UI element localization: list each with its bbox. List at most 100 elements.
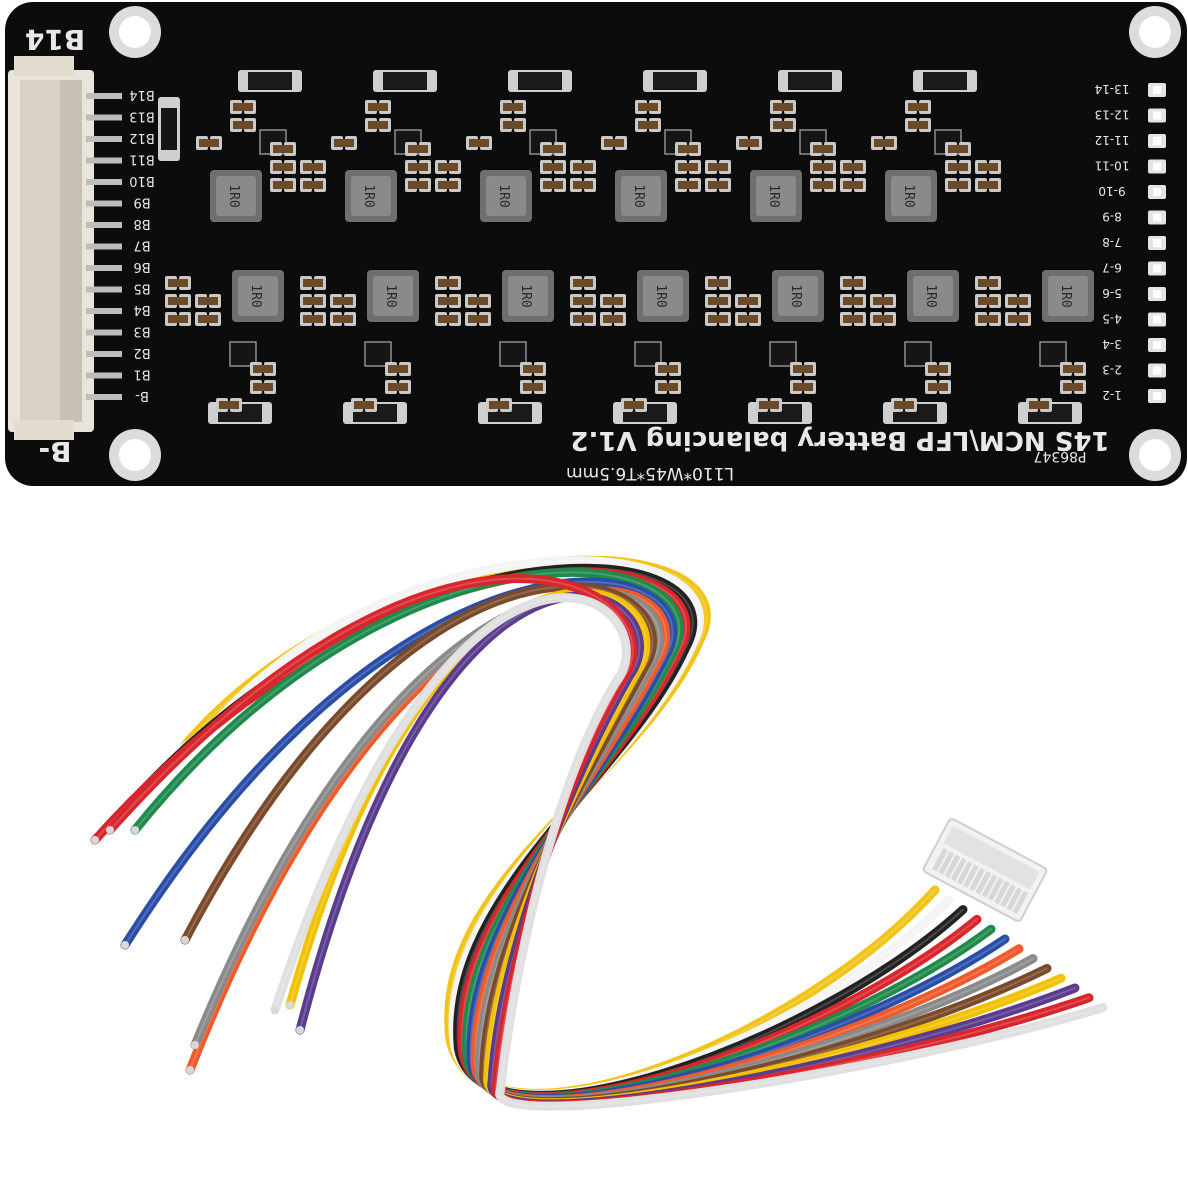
wire-tip <box>286 1001 294 1009</box>
board-title: 14S NCM\LFP Battery balancing V1.2 <box>570 425 1109 455</box>
inductor-label: 1R0 <box>383 284 398 307</box>
cell-label: 1-2 <box>1102 388 1122 402</box>
corner-label-bottom: B- <box>39 435 72 468</box>
balancer-cell-circuit: 1R0 <box>975 270 1094 424</box>
inductor: 1R0 <box>772 270 824 322</box>
wire-tip <box>121 941 129 949</box>
inductor-label: 1R0 <box>923 284 938 307</box>
cell-labels: 13-1412-1311-1210-119-108-97-86-75-64-53… <box>1095 82 1166 403</box>
inductor: 1R0 <box>232 270 284 322</box>
connector-pin <box>86 308 122 314</box>
wire-tip <box>106 826 114 834</box>
connector-pin <box>86 243 122 250</box>
pin-label: B1 <box>133 367 150 382</box>
inductor-label: 1R0 <box>788 284 803 307</box>
connector-pin <box>86 114 122 121</box>
pin-label: B11 <box>129 152 154 167</box>
inductor-label: 1R0 <box>496 184 511 207</box>
cell-label: 3-4 <box>1102 337 1122 351</box>
cell-label: 13-14 <box>1095 82 1130 96</box>
wire-tip <box>91 836 99 844</box>
inductor: 1R0 <box>210 170 262 222</box>
connector-pin <box>86 351 122 357</box>
cell-label: 11-12 <box>1095 133 1130 147</box>
mounting-hole-top-left <box>109 6 161 58</box>
pin-label: B14 <box>129 87 154 102</box>
balancer-cell-circuit: 1R0 <box>435 270 554 424</box>
mounting-hole-bottom-left <box>109 429 161 481</box>
connector-pin <box>86 286 122 293</box>
balancer-cell-circuit: 1R0 <box>331 70 461 222</box>
wire-tip <box>271 1006 279 1014</box>
pcb-body <box>5 2 1187 486</box>
cell-label: 4-5 <box>1102 312 1122 326</box>
connector-pin <box>86 222 122 228</box>
cell-label: 7-8 <box>1102 235 1122 249</box>
balancer-cell-circuit: 1R0 <box>196 70 326 222</box>
inductor: 1R0 <box>750 170 802 222</box>
inductor-label: 1R0 <box>248 284 263 307</box>
inductor: 1R0 <box>367 270 419 322</box>
inductor: 1R0 <box>907 270 959 322</box>
balancer-cell-circuit: 1R0 <box>466 70 596 222</box>
board-dimensions: L110*W45*T6.5mm <box>566 463 734 483</box>
inductor-label: 1R0 <box>1058 284 1073 307</box>
board-code: P86347 <box>1034 448 1087 464</box>
pin-label: B12 <box>129 130 154 145</box>
corner-label-top: B14 <box>25 23 85 56</box>
cell-label: 5-6 <box>1102 286 1122 300</box>
cell-label: 6-7 <box>1102 261 1122 275</box>
mounting-hole-top-right <box>1129 6 1181 58</box>
board-connector <box>8 56 94 440</box>
pin-label: B4 <box>133 302 150 317</box>
connector-pins <box>86 93 122 400</box>
cell-label: 9-10 <box>1098 184 1125 198</box>
harness-connector <box>922 818 1048 922</box>
pin-label: B13 <box>129 109 154 124</box>
inductor: 1R0 <box>502 270 554 322</box>
connector-pin <box>86 265 122 271</box>
inductor-label: 1R0 <box>901 184 916 207</box>
wire-harness <box>90 555 1108 1111</box>
pin-label: B2 <box>133 345 150 360</box>
wire-tip <box>191 1041 199 1049</box>
inductor-label: 1R0 <box>766 184 781 207</box>
harness-wire <box>270 593 1108 1111</box>
balancer-cell-circuit: 1R0 <box>570 270 689 424</box>
connector-pin <box>86 179 122 185</box>
balancer-cell-circuit: 1R0 <box>736 70 866 222</box>
pin-label: B9 <box>133 195 150 210</box>
pin-label: B7 <box>133 238 150 253</box>
pin-label: B8 <box>133 216 150 231</box>
cell-label: 10-11 <box>1095 159 1130 173</box>
wire-tip <box>181 936 189 944</box>
pin-label: B- <box>135 388 149 403</box>
pin-label: B5 <box>133 281 150 296</box>
balancer-cell-circuit: 1R0 <box>871 70 1001 222</box>
balancer-cell-circuit: 1R0 <box>601 70 731 222</box>
balancer-cell-circuit: 1R0 <box>840 270 959 424</box>
balancer-cell-circuit: 1R0 <box>705 270 824 424</box>
balancing-circuits: 1R0 1R0 1R0 1R0 1R0 1R0 1R0 1R0 1R0 1R0 1R0 1R0 1R0 <box>158 70 1094 424</box>
cell-label: 2-3 <box>1102 363 1122 377</box>
inductor-label: 1R0 <box>361 184 376 207</box>
wire-tip <box>186 1066 194 1074</box>
pin-label: B10 <box>129 173 154 188</box>
inductor: 1R0 <box>480 170 532 222</box>
inductor-label: 1R0 <box>226 184 241 207</box>
inductor: 1R0 <box>637 270 689 322</box>
pin-label: B3 <box>133 324 150 339</box>
connector-pin <box>86 136 122 142</box>
wire-tip <box>296 1026 304 1034</box>
inductor: 1R0 <box>885 170 937 222</box>
inductor-label: 1R0 <box>653 284 668 307</box>
inductor-label: 1R0 <box>631 184 646 207</box>
pin-label: B6 <box>133 259 150 274</box>
connector-pin <box>86 372 122 379</box>
balancer-cell-circuit: 1R0 <box>300 270 419 424</box>
connector-pin <box>86 157 122 164</box>
connector-pin <box>86 394 122 400</box>
balancer-cell-circuit: 1R0 <box>165 270 284 424</box>
